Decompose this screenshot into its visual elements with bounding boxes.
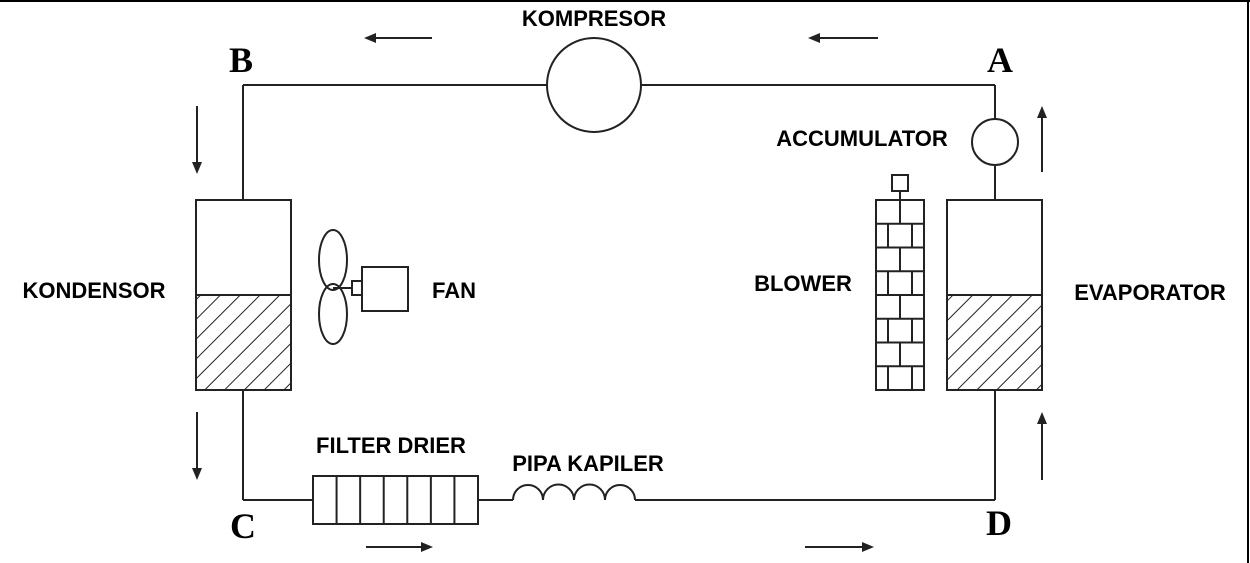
evaporator-label: EVAPORATOR bbox=[1074, 280, 1226, 305]
pipa-kapiler-label: PIPA KAPILER bbox=[512, 451, 664, 476]
arrow-left-upper-icon bbox=[192, 106, 202, 174]
blower-symbol bbox=[875, 174, 925, 391]
node-d-label: D bbox=[986, 503, 1012, 543]
flow-arrows bbox=[192, 33, 1047, 552]
node-c-label: C bbox=[230, 506, 256, 546]
pipa-kapiler-symbol bbox=[512, 483, 636, 501]
fan-symbol bbox=[318, 229, 409, 345]
accumulator-label: ACCUMULATOR bbox=[776, 126, 948, 151]
arrow-top-left-icon bbox=[364, 33, 432, 43]
arrow-bottom-left-icon bbox=[366, 542, 433, 552]
evaporator-symbol bbox=[946, 199, 1043, 391]
kompresor-label: KOMPRESOR bbox=[522, 6, 666, 31]
filter-drier-symbol bbox=[312, 475, 479, 525]
kondensor-label: KONDENSOR bbox=[22, 278, 165, 303]
pipe-circuit bbox=[242, 84, 996, 501]
arrow-top-right-icon bbox=[808, 33, 878, 43]
arrow-bottom-right-icon bbox=[805, 542, 874, 552]
arrow-left-lower-icon bbox=[192, 412, 202, 480]
kondensor-symbol bbox=[195, 199, 292, 391]
blower-label: BLOWER bbox=[754, 271, 852, 296]
node-b-label: B bbox=[229, 40, 253, 80]
arrow-right-upper-icon bbox=[1037, 106, 1047, 172]
node-a-label: A bbox=[987, 40, 1013, 80]
accumulator-symbol bbox=[971, 118, 1019, 166]
fan-label: FAN bbox=[432, 278, 476, 303]
filter-drier-label: FILTER DRIER bbox=[316, 433, 466, 458]
arrow-right-lower-icon bbox=[1037, 412, 1047, 480]
kompresor-symbol bbox=[546, 37, 642, 133]
